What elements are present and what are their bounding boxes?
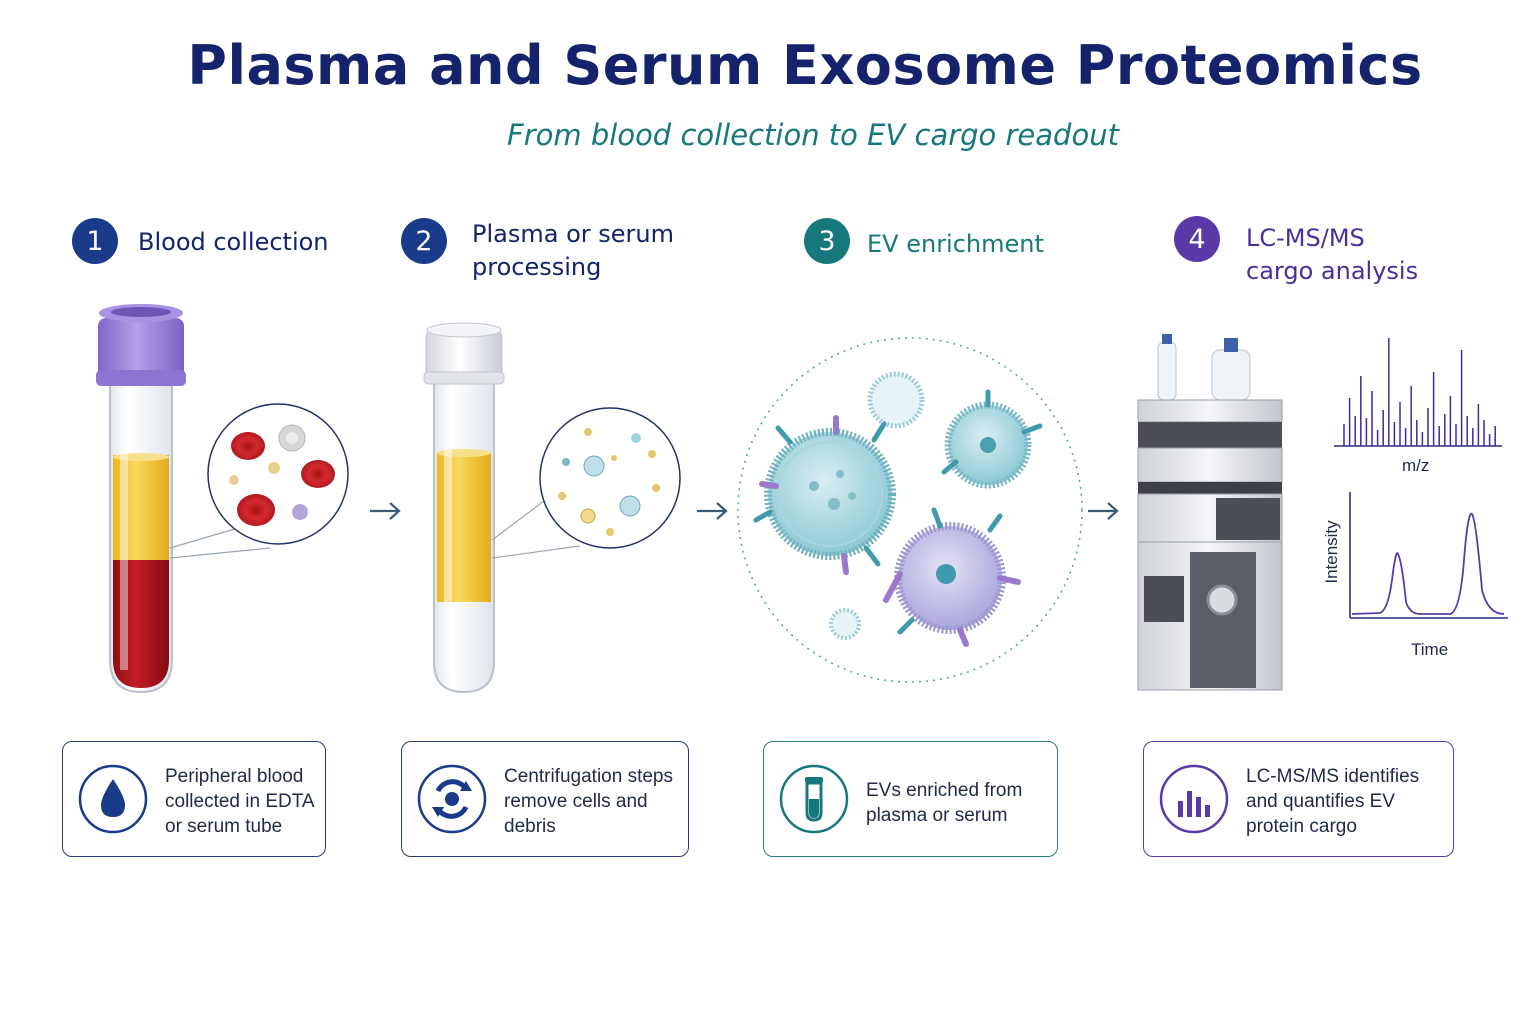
- page-subtitle: From blood collection to EV cargo readou…: [507, 118, 1119, 152]
- card-2-text: Centrifugation steps remove cells and de…: [504, 766, 673, 837]
- step-2-label: Plasma or serum processing: [472, 220, 674, 281]
- bar-chart-icon: [1159, 764, 1229, 834]
- plasma-tube: [423, 322, 505, 694]
- chromatogram-xaxis-label: Time: [1411, 640, 1449, 659]
- arrow-2-icon: [697, 502, 728, 520]
- arrow-1-icon: [370, 502, 401, 520]
- step-1-badge: 1: [72, 218, 118, 264]
- card-processing: Centrifugation steps remove cells and de…: [401, 741, 689, 857]
- extracellular-vesicles: [737, 337, 1083, 683]
- step-3-badge: 3: [804, 218, 850, 264]
- blood-cells-zoom: [207, 403, 349, 545]
- lc-ms-instrument: [1137, 334, 1283, 691]
- chromatogram-yaxis-label: Intensity: [1322, 520, 1341, 584]
- step-1-label: Blood collection: [138, 228, 329, 256]
- test-tube-icon: [779, 764, 849, 834]
- plasma-zoom: [539, 407, 681, 549]
- step-4-badge: 4: [1174, 216, 1220, 262]
- ms-xaxis-label: m/z: [1402, 456, 1430, 475]
- mass-spectrum-chart: [1334, 338, 1502, 447]
- card-4-text: LC-MS/MS identifies and quantifies EV pr…: [1246, 766, 1420, 837]
- card-blood-collection: Peripheral blood collected in EDTA or se…: [62, 741, 326, 857]
- arrow-3-icon: [1088, 502, 1119, 520]
- step-2-badge: 2: [401, 218, 447, 264]
- card-ev-enrichment: EVs enriched from plasma or serum: [763, 741, 1058, 857]
- page-title: Plasma and Serum Exosome Proteomics: [187, 34, 1423, 97]
- card-3-text: EVs enriched from plasma or serum: [866, 780, 1023, 826]
- chromatogram-chart: [1349, 492, 1508, 619]
- blood-drop-icon: [78, 764, 148, 834]
- blood-tube: [96, 304, 186, 694]
- step-3-label: EV enrichment: [867, 230, 1044, 258]
- step-4-label: LC-MS/MS cargo analysis: [1246, 224, 1419, 285]
- centrifuge-icon: [417, 764, 487, 834]
- card-1-text: Peripheral blood collected in EDTA or se…: [165, 766, 315, 837]
- card-lcms-analysis: LC-MS/MS identifies and quantifies EV pr…: [1143, 741, 1454, 857]
